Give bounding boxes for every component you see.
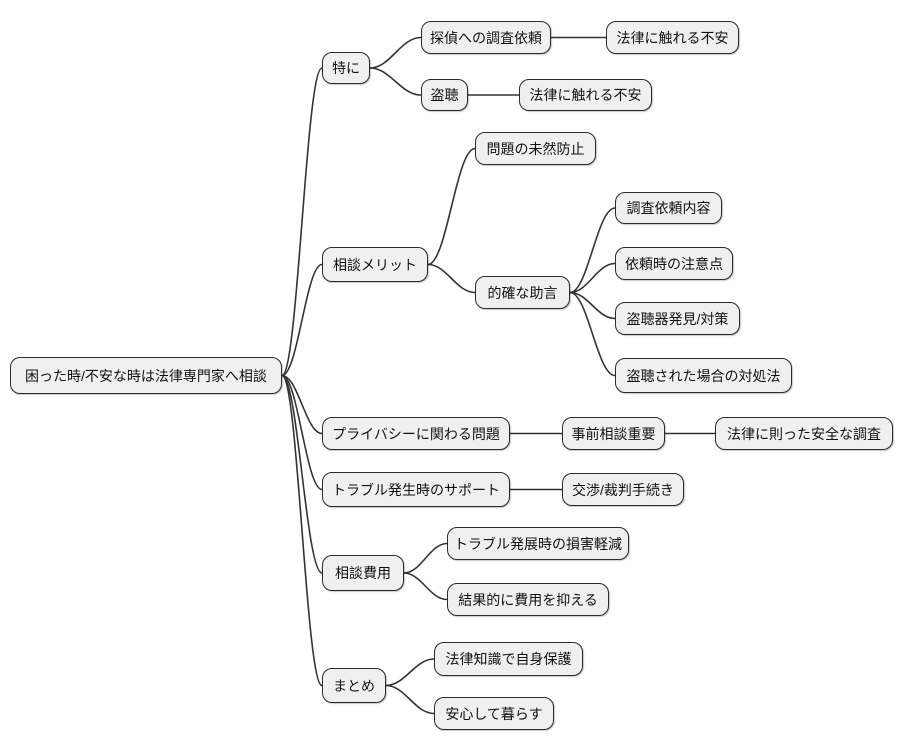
edge-tokuni-tantei — [369, 36, 422, 69]
mindmap-node-live-with-peace: 安心して暮らす — [434, 697, 554, 730]
edge-matome-anshin — [385, 684, 435, 715]
mindmap-node-summary: まとめ — [322, 668, 386, 703]
mindmap-node-consultation-merit: 相談メリット — [322, 247, 428, 282]
edge-root-support — [281, 374, 323, 491]
mindmap-node-negotiation-court: 交渉/裁判手続き — [562, 473, 684, 506]
edge-root-hiyou — [281, 374, 323, 574]
mindmap-node-prior-consultation: 事前相談重要 — [562, 417, 665, 450]
mindmap-node-request-cautions: 依頼時の注意点 — [615, 247, 733, 280]
mindmap-node-wiretapped-response: 盗聴された場合の対処法 — [615, 358, 792, 393]
edge-jogen-chousa — [569, 207, 616, 294]
mindmap-node-privacy-issues: プライバシーに関わる問題 — [322, 417, 510, 450]
edge-root-merit — [281, 263, 323, 377]
mindmap-node-consultation-fee: 相談費用 — [322, 555, 404, 591]
mindmap-node-trouble-support: トラブル発生時のサポート — [322, 472, 510, 507]
mindmap-node-investigation-content: 調査依頼内容 — [615, 192, 722, 224]
edge-matome-chishiki — [385, 658, 435, 687]
mindmap-node-lawful-investigation: 法律に則った安全な調査 — [715, 417, 893, 450]
edge-jogen-irai — [569, 262, 616, 294]
edge-jogen-taisho — [569, 291, 616, 377]
edge-merit-mondai — [427, 147, 476, 266]
mindmap-node-legal-anxiety-2: 法律に触れる不安 — [519, 79, 652, 111]
edge-root-privacy — [281, 374, 323, 435]
mindmap-node-legal-self-protection: 法律知識で自身保護 — [434, 642, 583, 676]
mindmap-node-especially: 特に — [322, 52, 370, 84]
mindmap-node-accurate-advice: 的確な助言 — [475, 276, 570, 309]
edge-hiyou-kekka — [403, 572, 448, 601]
mindmap-node-root: 困った時/不安な時は法律専門家へ相談 — [10, 357, 282, 394]
mindmap-node-legal-anxiety-1: 法律に触れる不安 — [606, 21, 739, 54]
mindmap-node-problem-prevention: 問題の未然防止 — [475, 132, 596, 165]
mindmap-node-detective-request: 探偵への調査依頼 — [421, 21, 551, 54]
mindmap-node-damage-reduction: トラブル発展時の損害軽減 — [447, 527, 629, 560]
mindmap-node-bug-detection: 盗聴器発見/対策 — [615, 302, 740, 335]
edge-merit-jogen — [427, 263, 476, 294]
mindmap-node-wiretapping: 盗聴 — [421, 79, 468, 111]
edge-hiyou-songai — [403, 542, 448, 574]
edge-root-matome — [281, 374, 323, 687]
edge-tokuni-tocho — [369, 67, 422, 96]
mindmap-node-cost-saving: 結果的に費用を抑える — [447, 583, 609, 616]
edge-root-tokuni — [281, 67, 323, 377]
